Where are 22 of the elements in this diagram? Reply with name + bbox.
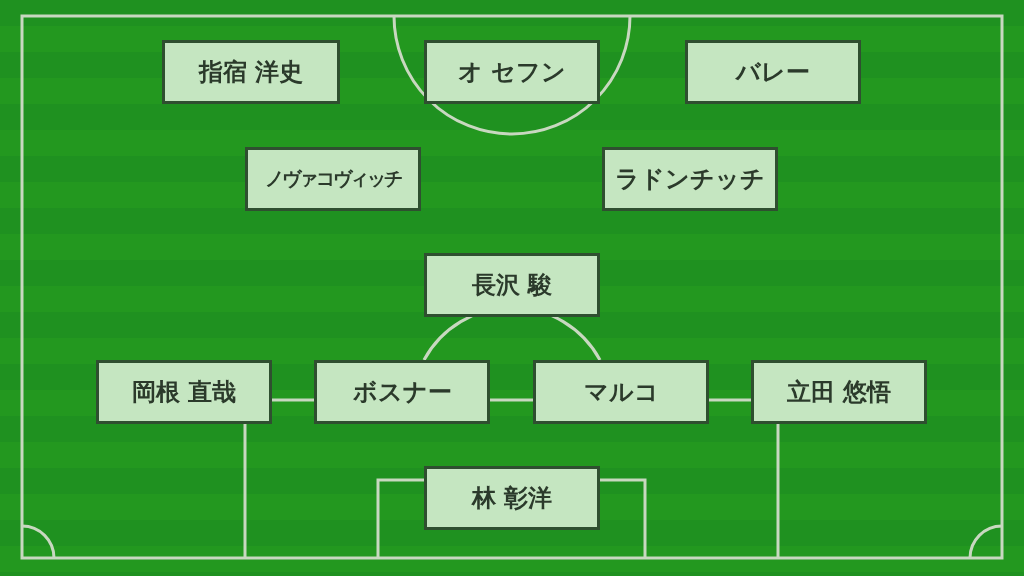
player-box — [314, 360, 490, 424]
player-box — [245, 147, 421, 211]
player-name: ラドンチッチ — [615, 164, 765, 195]
player-name: 長沢 駿 — [471, 270, 553, 301]
player-name: 林 彰洋 — [471, 483, 553, 514]
player-name: 岡根 直哉 — [131, 377, 237, 408]
player-name: マルコ — [583, 377, 659, 408]
player-name: 立田 悠悟 — [786, 377, 892, 408]
player-box — [424, 253, 600, 317]
player-box — [96, 360, 272, 424]
player-name: オ セフン — [457, 57, 567, 88]
player-box — [162, 40, 340, 104]
player-box — [424, 466, 600, 530]
player-name: ノヴァコヴィッチ — [265, 166, 401, 191]
player-box — [751, 360, 927, 424]
player-name: ボスナー — [352, 377, 452, 408]
player-box — [424, 40, 600, 104]
player-name: 指宿 洋史 — [198, 57, 304, 88]
player-box — [685, 40, 861, 104]
player-name: バレー — [736, 57, 810, 88]
player-box — [602, 147, 778, 211]
player-box — [533, 360, 709, 424]
